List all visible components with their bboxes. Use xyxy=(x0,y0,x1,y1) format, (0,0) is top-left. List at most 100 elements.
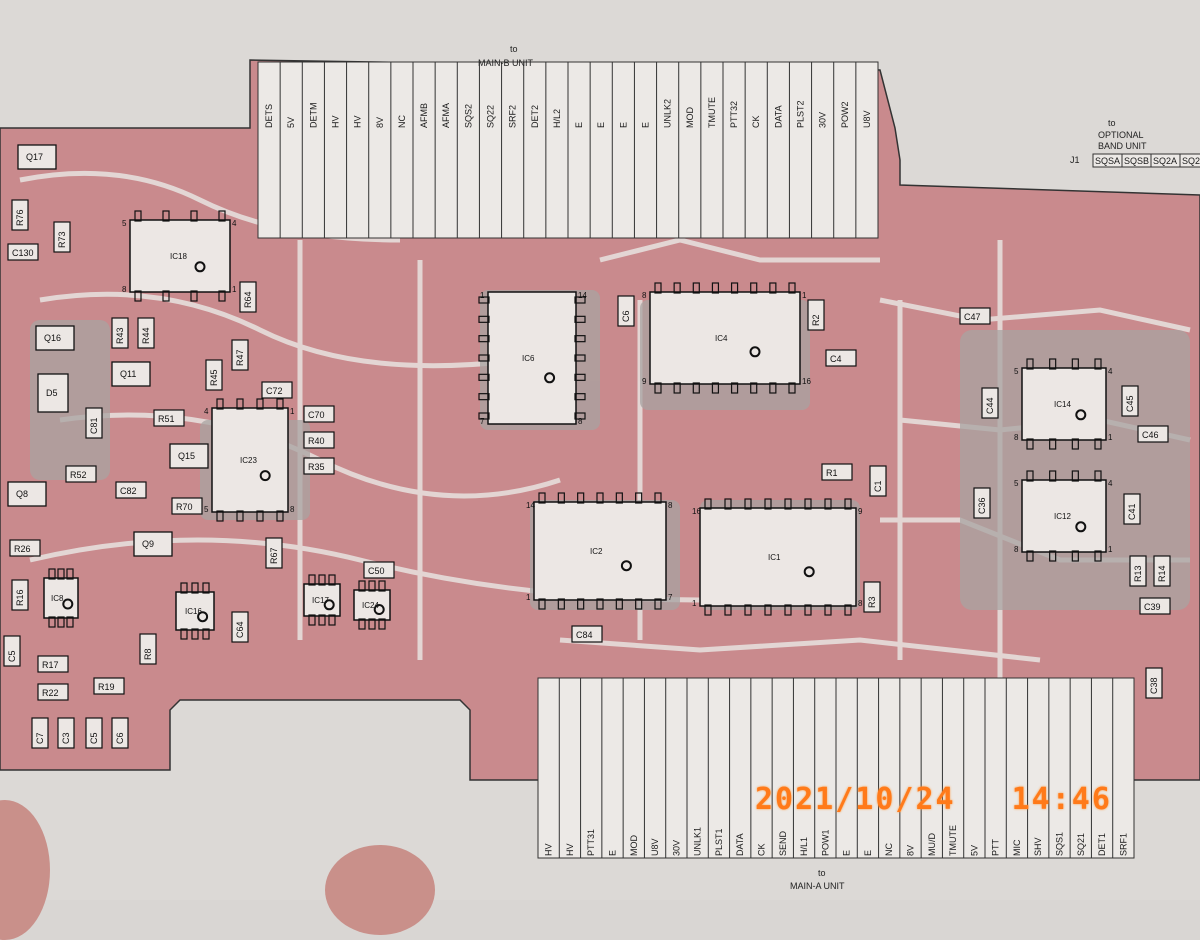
pin-label: DET1 xyxy=(1097,833,1107,856)
component-label: R13 xyxy=(1133,565,1143,582)
component-label: R19 xyxy=(98,682,115,692)
ic-ref-label: IC6 xyxy=(522,354,535,363)
component-r45: R45 xyxy=(205,359,223,391)
pin-label: E xyxy=(618,122,628,128)
ic-ref-label: IC18 xyxy=(170,252,187,261)
pin-label: PLST2 xyxy=(796,100,806,128)
component-label: C84 xyxy=(576,630,593,640)
component-r26: R26 xyxy=(9,539,41,557)
ic-pin-number: 14 xyxy=(526,501,535,510)
component-r73: R73 xyxy=(53,221,71,253)
component-c5: C5 xyxy=(3,635,21,667)
ic-pin-number: 1 xyxy=(290,407,295,416)
component-c70: C70 xyxy=(303,405,335,423)
pin-label: TMUTE xyxy=(707,97,717,128)
component-c46: C46 xyxy=(1137,425,1169,443)
transistor-q8: Q8 xyxy=(7,481,47,507)
component-label: C130 xyxy=(12,248,34,258)
transistor-q16: Q16 xyxy=(35,325,75,351)
ic-pin-number: 16 xyxy=(802,377,811,386)
main-a-to-label: to xyxy=(818,868,826,878)
component-label: R67 xyxy=(269,547,279,564)
component-r22: R22 xyxy=(37,683,69,701)
ic-pin-number: 1 xyxy=(1108,433,1113,442)
component-c3: C3 xyxy=(57,717,75,749)
pin-label: PTT32 xyxy=(729,101,739,128)
transistor-q17: Q17 xyxy=(17,144,57,170)
component-c72: C72 xyxy=(261,381,293,399)
component-label: R47 xyxy=(235,349,245,366)
component-label: R76 xyxy=(15,209,25,226)
optional-pin-label: SQSA xyxy=(1095,156,1120,166)
pin-label: E xyxy=(842,850,852,856)
ic-ref-label: IC8 xyxy=(51,594,64,603)
component-r17: R17 xyxy=(37,655,69,673)
ic-pin-number: 4 xyxy=(1108,367,1113,376)
ic-pin-number: 8 xyxy=(1014,545,1019,554)
component-c64: C64 xyxy=(231,611,249,643)
pin-label: E xyxy=(641,122,651,128)
ic-ref-label: IC24 xyxy=(362,601,379,610)
ic-pin-number: 8 xyxy=(668,501,673,510)
pin-label: 30V xyxy=(671,840,681,856)
ic-pin-number: 8 xyxy=(290,505,295,514)
pin1-marker-icon xyxy=(373,604,385,615)
component-label: C41 xyxy=(1127,503,1137,520)
component-c84: C84 xyxy=(571,625,603,643)
pin-label: SRF1 xyxy=(1118,833,1128,856)
main-b-to-label: to xyxy=(510,44,518,54)
pin-label: 5V xyxy=(286,117,296,128)
transistor-label: Q11 xyxy=(120,369,136,379)
ic-pin-number: 5 xyxy=(1014,479,1019,488)
pin-label: AFMB xyxy=(419,103,429,128)
pin1-marker-icon xyxy=(259,470,271,482)
optional-band-connector: SQSASQSBSQ2ASQ2B xyxy=(1092,153,1200,168)
ic-pin-number: 5 xyxy=(122,219,127,228)
component-label: R26 xyxy=(14,544,31,554)
component-c47: C47 xyxy=(959,307,991,325)
component-r16: R16 xyxy=(11,579,29,611)
pin-label: U8V xyxy=(650,838,660,856)
component-c45: C45 xyxy=(1121,385,1139,417)
ic-ic16: IC16 xyxy=(175,582,215,640)
component-r70: R70 xyxy=(171,497,203,515)
component-c39: C39 xyxy=(1139,597,1171,615)
pin-label: TMUTE xyxy=(948,825,958,856)
ic-pin-number: 1 xyxy=(802,291,807,300)
ic-pin-number: 4 xyxy=(204,407,209,416)
component-label: R3 xyxy=(867,596,877,608)
pin-label: MU/D xyxy=(927,833,937,856)
component-r44: R44 xyxy=(137,317,155,349)
pin-label: HV xyxy=(565,843,575,856)
component-r47: R47 xyxy=(231,339,249,371)
component-label: C45 xyxy=(1125,395,1135,412)
component-r52: R52 xyxy=(65,465,97,483)
ic-ref-label: IC12 xyxy=(1054,512,1071,521)
ic-pin-number: 9 xyxy=(642,377,647,386)
ic-ref-label: IC1 xyxy=(768,553,781,562)
stamp-date: 2021/10/24 xyxy=(755,782,956,817)
component-label: R40 xyxy=(308,436,325,446)
component-label: R43 xyxy=(115,327,125,344)
component-label: R17 xyxy=(42,660,59,670)
component-r1: R1 xyxy=(821,463,853,481)
pin-label: AFMA xyxy=(441,103,451,128)
transistor-label: Q17 xyxy=(26,152,43,162)
component-label: C72 xyxy=(266,386,283,396)
component-label: C64 xyxy=(235,621,245,638)
pin-label: SEND xyxy=(778,830,788,856)
component-label: R45 xyxy=(209,369,219,386)
component-r14: R14 xyxy=(1153,555,1171,587)
pin-label: SQS2 xyxy=(463,104,473,128)
optional-jack-label: J1 xyxy=(1070,155,1080,165)
ic-pin-number: 7 xyxy=(480,417,485,426)
component-label: R35 xyxy=(308,462,325,472)
stamp-time: 14:46 xyxy=(1011,782,1112,817)
